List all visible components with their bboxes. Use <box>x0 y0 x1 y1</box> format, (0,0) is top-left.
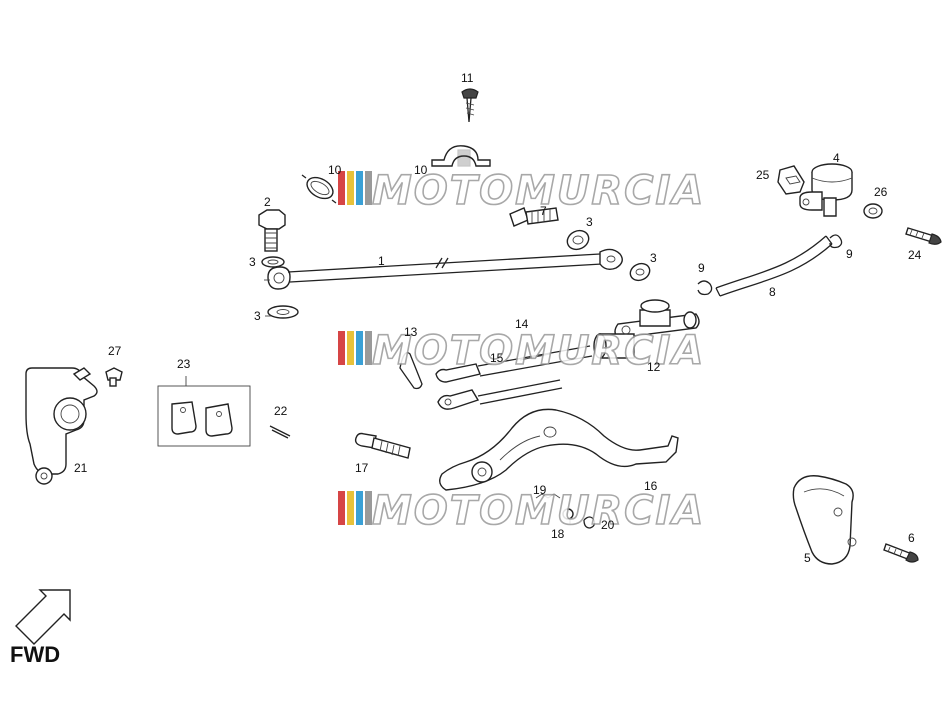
part-10-pipe-clamp-right <box>431 145 491 167</box>
watermark-top: MOTOMURCIA <box>338 167 705 215</box>
callout-12: 12 <box>647 360 661 374</box>
callout-1: 1 <box>378 254 385 268</box>
callout-9: 9 <box>846 247 853 261</box>
part-4-fluid-reservoir <box>799 163 853 217</box>
watermark-middle: MOTOMURCIA <box>338 327 705 375</box>
callout-9: 9 <box>698 261 705 275</box>
forward-arrow-icon <box>15 589 71 645</box>
callout-15: 15 <box>490 351 504 365</box>
callout-18: 18 <box>551 527 565 541</box>
part-3-washer-left-upper <box>261 256 285 268</box>
watermark-stripe <box>338 491 345 525</box>
part-9-hose-clip-left <box>697 280 713 296</box>
callout-11: 11 <box>461 71 474 85</box>
watermark-text: MOTOMURCIA <box>372 488 705 534</box>
fwd-label: FWD <box>10 642 60 667</box>
callout-3: 3 <box>586 215 593 229</box>
callout-4: 4 <box>833 151 840 165</box>
watermark-bottom: MOTOMURCIA <box>338 487 705 535</box>
leader-lines <box>185 279 571 524</box>
watermark-stripe <box>347 331 354 365</box>
part-24-screw <box>905 227 942 245</box>
part-3-washer-upper-right <box>566 229 590 251</box>
callout-14: 14 <box>515 317 529 331</box>
callout-13: 13 <box>404 325 418 339</box>
watermark-stripe <box>347 171 354 205</box>
watermark-stripe <box>338 171 345 205</box>
watermark-stripe <box>338 331 345 365</box>
part-14-pushrod <box>435 345 593 383</box>
callout-16: 16 <box>644 479 658 493</box>
callout-10: 10 <box>328 163 342 177</box>
part-19-spring <box>535 493 561 499</box>
watermark-stripe <box>356 331 363 365</box>
watermark-stripe <box>365 491 372 525</box>
part-17-bolt <box>354 432 411 459</box>
callout-5: 5 <box>804 551 811 565</box>
part-1-brake-pipe <box>267 248 623 290</box>
part-5-reservoir-cover <box>792 475 857 565</box>
callout-27: 27 <box>108 344 122 358</box>
part-21-brake-caliper <box>25 367 98 485</box>
part-3-washer-right <box>629 262 651 282</box>
callout-3: 3 <box>254 309 261 323</box>
callout-19: 19 <box>533 483 547 497</box>
callout-26: 26 <box>874 185 888 199</box>
watermark-stripe <box>347 491 354 525</box>
part-20-clip <box>583 516 596 529</box>
callout-17: 17 <box>355 461 369 475</box>
watermark-text: MOTOMURCIA <box>372 168 705 214</box>
callout-8: 8 <box>769 285 776 299</box>
callout-3: 3 <box>249 255 256 269</box>
watermark-stripe <box>365 171 372 205</box>
callout-7: 7 <box>540 204 547 218</box>
part-10-hose-clamp-left <box>301 174 337 204</box>
part-15-clevis <box>437 379 563 410</box>
part-27-bleed-screw <box>105 367 123 387</box>
callout-10: 10 <box>414 163 428 177</box>
callout-6: 6 <box>908 531 915 545</box>
part-25-nut-clip <box>777 165 805 195</box>
watermark-stripe <box>356 491 363 525</box>
part-8-hose <box>715 235 833 297</box>
callout-24: 24 <box>908 248 922 262</box>
callout-23: 23 <box>177 357 191 371</box>
watermark-stripe <box>356 171 363 205</box>
part-22-pad-pin <box>269 425 291 439</box>
part-23-brake-pad-kit <box>157 385 251 447</box>
callout-labels: 1 2 3 3 3 3 4 5 6 7 8 9 9 10 10 11 12 13… <box>74 71 922 565</box>
callout-21: 21 <box>74 461 88 475</box>
part-13-pin <box>399 351 423 390</box>
watermark-text: MOTOMURCIA <box>372 328 705 374</box>
callout-22: 22 <box>274 404 288 418</box>
part-12-master-cylinder <box>593 299 700 359</box>
part-11-screw <box>461 88 479 123</box>
part-18-washer <box>562 508 574 520</box>
part-26-grommet <box>863 203 883 219</box>
callout-3: 3 <box>650 251 657 265</box>
callout-25: 25 <box>756 168 770 182</box>
part-2-banjo-bolt <box>258 209 286 252</box>
callout-20: 20 <box>601 518 615 532</box>
part-16-brake-pedal <box>439 408 679 491</box>
part-6-screw <box>883 543 919 563</box>
watermark-stripe <box>365 331 372 365</box>
part-7-bolt <box>509 207 559 227</box>
part-9-hose-clip-right <box>829 234 843 249</box>
part-3-washer-left-lower <box>267 305 299 319</box>
callout-2: 2 <box>264 195 271 209</box>
